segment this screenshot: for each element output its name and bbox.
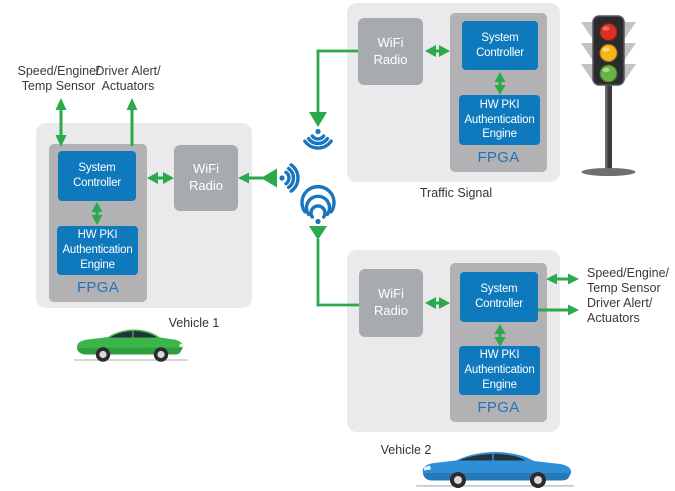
vehicle1-system-controller-label: System Controller: [73, 162, 121, 189]
traffic-signal-fpga-label: FPGA: [477, 149, 520, 166]
traffic-signal-wifi-signal-icon: [303, 128, 333, 150]
vehicle1-wifi-signal-icon: [279, 163, 300, 193]
traffic-signal-wifi-radio-label: WiFi Radio: [373, 34, 408, 67]
vehicle1-sensor-label: Speed/Engine/ Temp Sensor: [17, 64, 100, 93]
vehicle2-caption: Vehicle 2: [380, 443, 432, 457]
traffic-light-icon: [581, 15, 636, 176]
vehicle1-system-controller: System Controller: [58, 151, 136, 201]
traffic-signal-hw-pki-label: HW PKI Authentication Engine: [464, 98, 535, 141]
vehicle2-system-controller: System Controller: [460, 272, 538, 322]
vehicle2-actuator-label: Driver Alert/ Actuators: [587, 296, 653, 325]
vehicle1-hw-pki-label: HW PKI Authentication Engine: [62, 229, 133, 271]
vehicle1-wifi-radio: WiFi Radio: [174, 145, 238, 211]
traffic-signal-system-controller-label: System Controller: [476, 31, 524, 59]
vehicle2-fpga-label: FPGA: [477, 399, 520, 416]
vehicle2-hw-pki-engine: HW PKI Authentication Engine: [459, 346, 540, 395]
vehicle2-hw-pki-label: HW PKI Authentication Engine: [464, 349, 535, 391]
traffic-signal-caption: Traffic Signal: [419, 186, 493, 200]
vehicle2-car-icon: [416, 452, 574, 488]
traffic-signal-hw-pki-engine: HW PKI Authentication Engine: [459, 95, 540, 145]
traffic-signal-system-controller: System Controller: [462, 21, 538, 70]
vehicle2-wifi-signal-icon: [300, 184, 336, 225]
vehicle2-wifi-radio: WiFi Radio: [359, 269, 423, 337]
vehicle1-fpga-label: FPGA: [76, 279, 120, 296]
vehicle1-actuator-label: Driver Alert/ Actuators: [95, 64, 161, 93]
vehicle1-hw-pki-engine: HW PKI Authentication Engine: [57, 226, 138, 275]
vehicle1-car-icon: [74, 329, 188, 362]
vehicle1-caption: Vehicle 1: [168, 316, 220, 330]
vehicle2-sensor-label: Speed/Engine/ Temp Sensor: [587, 266, 670, 295]
vehicle2-system-controller-label: System Controller: [475, 283, 523, 310]
vehicle2-wifi-radio-label: WiFi Radio: [374, 286, 408, 318]
vehicle1-wifi-radio-label: WiFi Radio: [189, 161, 223, 193]
traffic-signal-wifi-radio: WiFi Radio: [358, 18, 423, 85]
